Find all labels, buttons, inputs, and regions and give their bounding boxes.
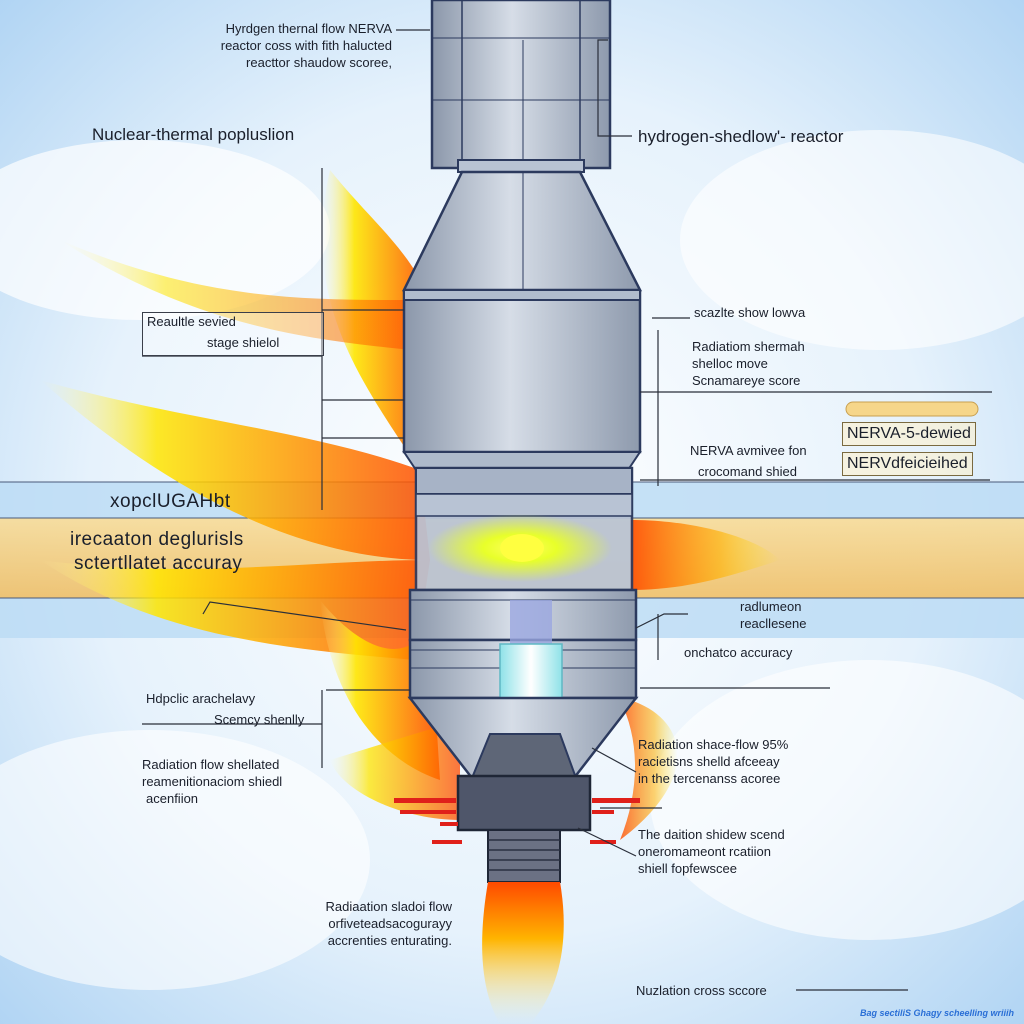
top-note: Hyrdgen thernal flow NERVA reactor coss … (150, 20, 392, 71)
exhaust-plume (482, 882, 564, 1024)
label-line: irecaaton deglurisls (70, 529, 244, 550)
nerva-note-label: NERVA avmivee fon crocomand shied (690, 442, 807, 480)
top-note-line: reacttor shaudow scoree, (246, 55, 392, 70)
leader (635, 613, 688, 629)
label-line: racietisns shelld afceeay (638, 754, 780, 769)
tag-glow-bar (845, 401, 979, 417)
upper-tube (430, 0, 612, 170)
label-line: Radiation flow shellated (142, 757, 280, 772)
nozzle-thread (487, 829, 561, 883)
label-line: shiell fopfewscee (638, 861, 737, 876)
label-line: crocomand shied (698, 464, 797, 479)
top-note-line: Hyrdgen thernal flow NERVA (225, 21, 392, 36)
leader (591, 747, 637, 773)
leader (577, 827, 637, 857)
bolt (440, 822, 458, 826)
top-note-line: reactor coss with fith halucted (220, 38, 392, 53)
scazlte-label: scazlte show lowva (694, 305, 806, 320)
flame-left (40, 380, 430, 560)
leader (202, 601, 407, 631)
mid-code-label: xopclUGAHbt (110, 491, 231, 512)
label-line: The daition shidew scend (638, 827, 785, 842)
bolt (400, 810, 456, 814)
label-line: radlumeon (740, 599, 802, 614)
radlumeon-label: radlumeon reacllesene (740, 598, 807, 632)
reactor-body (402, 290, 642, 454)
radiation-flow-label: Radiation flow shellated reamenitionacio… (142, 756, 282, 807)
footer-caption: Bag sectiliS Ghagy scheelling wriiih (859, 1008, 1014, 1018)
left-leader-lines (142, 29, 430, 768)
onchatco-label: onchatco accuracy (684, 645, 793, 660)
cloud (680, 130, 1024, 350)
core-ring (415, 493, 633, 517)
red-bolts-right (590, 798, 640, 844)
bolt (432, 840, 462, 844)
label-line: stage shielol (207, 335, 280, 350)
fuel-rod (510, 600, 552, 644)
label-line: NERVA avmivee fon (690, 443, 807, 458)
nozzle-block (456, 774, 592, 832)
flame-left (330, 720, 460, 820)
flame-right (630, 520, 780, 590)
label-line: reamenitionaciom shiedl (142, 774, 283, 789)
right-leader-lines (577, 39, 992, 991)
nerva-tag-1: NERVA-5-dewied (842, 422, 976, 446)
label-line: reacllesene (740, 616, 807, 631)
radiatiom-label: Radiatiom shermah shelloc move Scnamarey… (692, 338, 805, 389)
nerva-tag-2: NERVdfeicieihed (842, 452, 973, 476)
label-line: shelloc move (692, 356, 768, 371)
bolt (592, 810, 614, 814)
throat (470, 733, 578, 779)
cloud (0, 730, 370, 990)
cloud (0, 140, 330, 320)
label-line: orfiveteadsacogurayy (328, 916, 452, 931)
cloud (650, 660, 1024, 940)
leader (597, 39, 632, 137)
core-ring (415, 467, 633, 495)
label-line: Reaultle sevied (147, 314, 236, 329)
sladoor-label: Radiaation sladoi flow orfiveteadsacogur… (280, 898, 452, 949)
core-glow-bright (500, 534, 544, 562)
bolt (590, 840, 616, 844)
label-line: Scemcy shenlly (214, 712, 305, 727)
red-bolts-left (394, 798, 462, 844)
flame-right (620, 700, 678, 840)
hdp-label: Hdpclic arachelavy Scemcy shenlly (146, 690, 304, 728)
label-line: Hdpclic arachelavy (146, 691, 256, 706)
shace-flow-label: Radiation shace-flow 95% racietisns shel… (638, 736, 788, 787)
label-line: in the tercenanss acoree (638, 771, 781, 786)
collar (457, 159, 585, 173)
label-line: Radiation shace-flow 95% (638, 737, 789, 752)
label-line: acenfiion (146, 791, 199, 806)
cross-score-label: Nuzlation cross sccore (636, 983, 767, 998)
bolt (592, 798, 640, 803)
label-line: Radiatiom shermah (692, 339, 805, 354)
label-line: sctertllatet accuray (74, 553, 243, 574)
label-line: Scnamareye score (692, 373, 801, 388)
daition-label: The daition shidew scend oneromameont rc… (638, 826, 785, 877)
stage-shield-label: Reaultle sevied stage shielol (142, 312, 324, 356)
right-title: hydrogen-shedlow'- reactor (638, 127, 844, 146)
reactor-ring (403, 289, 641, 301)
label-line: oneromameont rcatiion (638, 844, 771, 859)
label-line: accrenties enturating. (327, 933, 452, 948)
thread-lines (488, 839, 560, 871)
precision-label: irecaaton deglurisls sctertllatet accura… (70, 528, 244, 576)
bolt (394, 798, 456, 803)
label-line: Radiaation sladoi flow (325, 899, 452, 914)
left-title: Nuclear-thermal popluslion (92, 125, 295, 144)
